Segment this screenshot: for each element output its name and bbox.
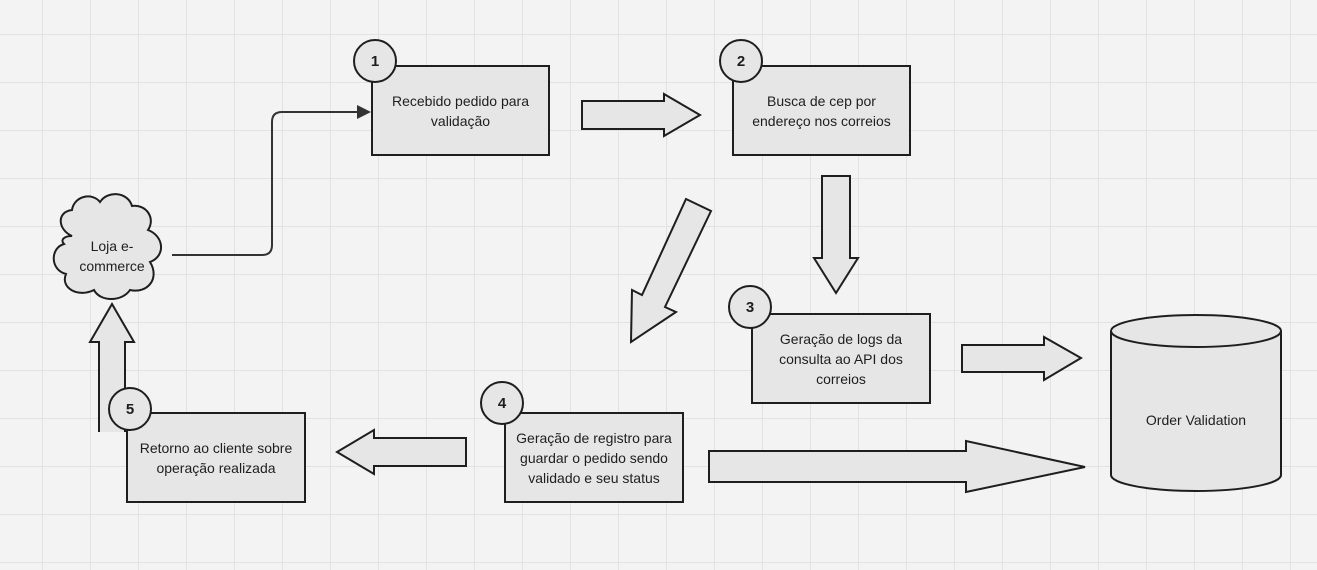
step5-label: Retorno ao cliente sobre operação realiz… bbox=[139, 439, 293, 476]
step4-box[interactable]: Geração de registro para guardar o pedid… bbox=[504, 412, 684, 503]
step1-label: Recebido pedido para validação bbox=[392, 92, 529, 129]
block-arrow-step2-to-step3[interactable] bbox=[812, 175, 860, 295]
step1-box[interactable]: Recebido pedido para validação bbox=[371, 65, 550, 156]
connector-arrowhead bbox=[357, 105, 371, 119]
step2-badge: 2 bbox=[719, 39, 763, 83]
step2-box[interactable]: Busca de cep por endereço nos correios bbox=[732, 65, 911, 156]
cloud-label: Loja e-commerce bbox=[79, 238, 145, 274]
database-cylinder[interactable] bbox=[1110, 314, 1282, 492]
cloud-shape[interactable] bbox=[52, 193, 162, 300]
step4-label: Geração de registro para guardar o pedid… bbox=[516, 429, 672, 486]
block-arrow-diagonal-to-step4[interactable] bbox=[629, 197, 713, 344]
connector-cloud-to-step1[interactable] bbox=[172, 111, 358, 256]
step5-box[interactable]: Retorno ao cliente sobre operação realiz… bbox=[126, 412, 306, 503]
block-arrow-step4-to-step5[interactable] bbox=[335, 428, 467, 476]
database-label: Order Validation bbox=[1145, 412, 1247, 428]
block-arrow-step1-to-step2[interactable] bbox=[581, 92, 702, 138]
step3-label: Geração de logs da consulta ao API dos c… bbox=[779, 330, 903, 387]
block-arrow-step4-to-database[interactable] bbox=[708, 439, 1086, 494]
step5-badge: 5 bbox=[108, 387, 152, 431]
step3-box[interactable]: Geração de logs da consulta ao API dos c… bbox=[751, 313, 931, 404]
step4-badge: 4 bbox=[480, 381, 524, 425]
block-arrow-step3-to-database[interactable] bbox=[961, 335, 1083, 382]
step3-badge: 3 bbox=[728, 285, 772, 329]
step1-badge: 1 bbox=[353, 39, 397, 83]
step2-label: Busca de cep por endereço nos correios bbox=[752, 92, 891, 129]
